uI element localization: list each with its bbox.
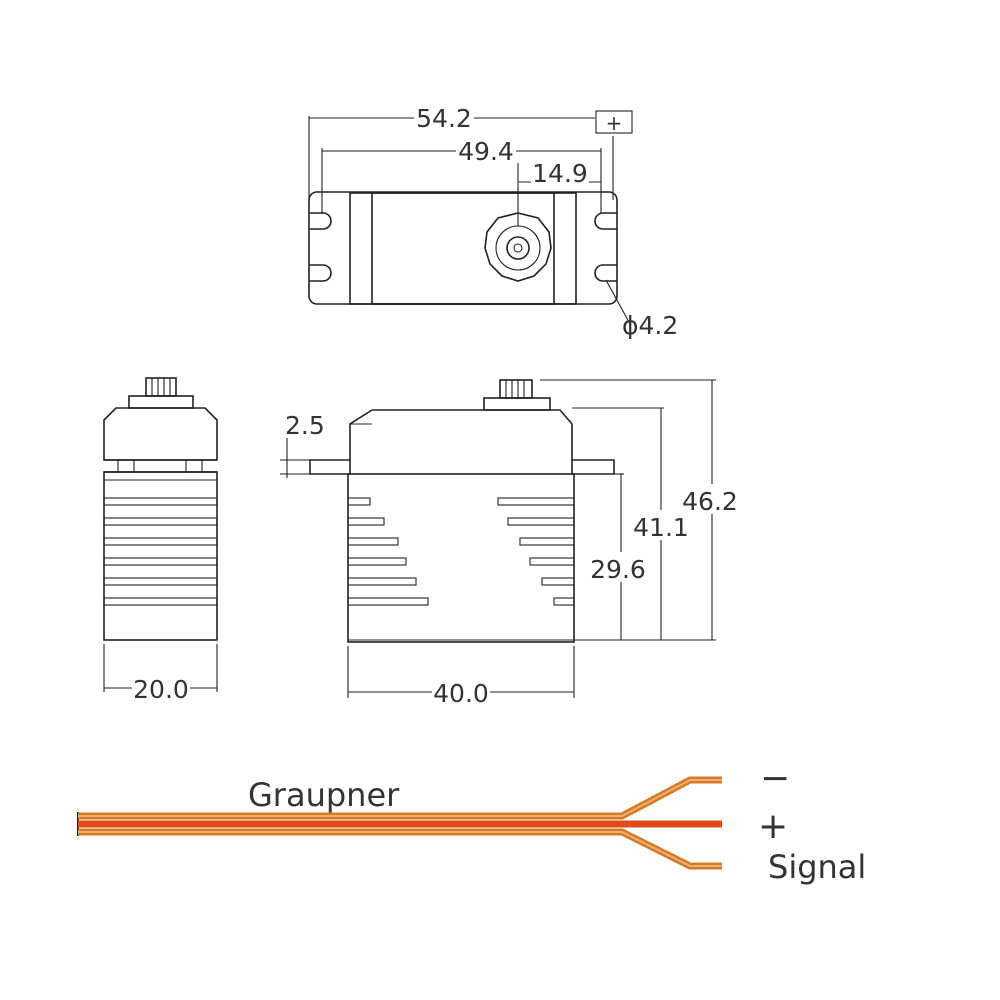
dim-hole-diameter: ϕ4.2	[622, 311, 678, 340]
top-view-flange	[308, 191, 618, 305]
wire-minus	[78, 776, 722, 820]
top-view-lid	[371, 192, 555, 305]
badge-plus: +	[606, 111, 623, 135]
top-view-body	[349, 192, 577, 305]
front-view-tab-right	[571, 459, 615, 475]
side-view-body	[103, 471, 218, 641]
wire-plus-label: +	[758, 806, 788, 847]
output-gear-ring	[495, 225, 541, 271]
top-view: + 54.2 49.4 14.9 ϕ4.2	[308, 102, 678, 340]
mount-slot-left-bottom	[309, 264, 332, 282]
mount-slot-left-top	[309, 212, 332, 230]
dim-case-height: 41.1	[633, 513, 689, 542]
output-shaft	[506, 236, 530, 260]
front-view-top-case	[349, 409, 573, 460]
front-view: 2.5 40.0 46.2 41.1 29.6	[280, 379, 740, 708]
badge-box	[595, 110, 633, 134]
dim-54-2: 54.2	[416, 104, 472, 133]
side-view-spline	[145, 377, 177, 397]
dim-49-4: 49.4	[458, 137, 514, 166]
output-gear-outline	[484, 212, 552, 282]
dim-total-height: 46.2	[682, 487, 738, 516]
dim-side-width: 20.0	[133, 675, 189, 704]
side-view: 20.0	[103, 377, 218, 704]
leader-hole-diameter	[605, 279, 631, 325]
front-view-fins-left	[347, 497, 429, 606]
side-view-top-cap	[103, 407, 218, 461]
output-shaft-center	[513, 243, 523, 253]
wire-minus-label: −	[760, 758, 790, 799]
dim-tab-height: 29.6	[590, 555, 646, 584]
front-view-fins-right	[497, 497, 575, 606]
front-view-gear-boss	[483, 397, 551, 411]
dim-tab-thickness: 2.5	[285, 411, 325, 440]
wire-brand-label: Graupner	[248, 776, 400, 814]
dim-front-width: 40.0	[433, 679, 489, 708]
front-view-spline	[499, 379, 533, 399]
mount-slot-right-bottom	[594, 264, 617, 282]
side-view-fins	[103, 497, 218, 606]
servo-wire	[77, 776, 722, 870]
dim-14-9: 14.9	[532, 159, 588, 188]
mount-slot-right-top	[594, 212, 617, 230]
wire-signal-label: Signal	[768, 848, 866, 886]
front-view-tab-left	[309, 459, 351, 475]
wire-signal	[78, 828, 722, 870]
side-view-gear-boss	[128, 395, 194, 409]
